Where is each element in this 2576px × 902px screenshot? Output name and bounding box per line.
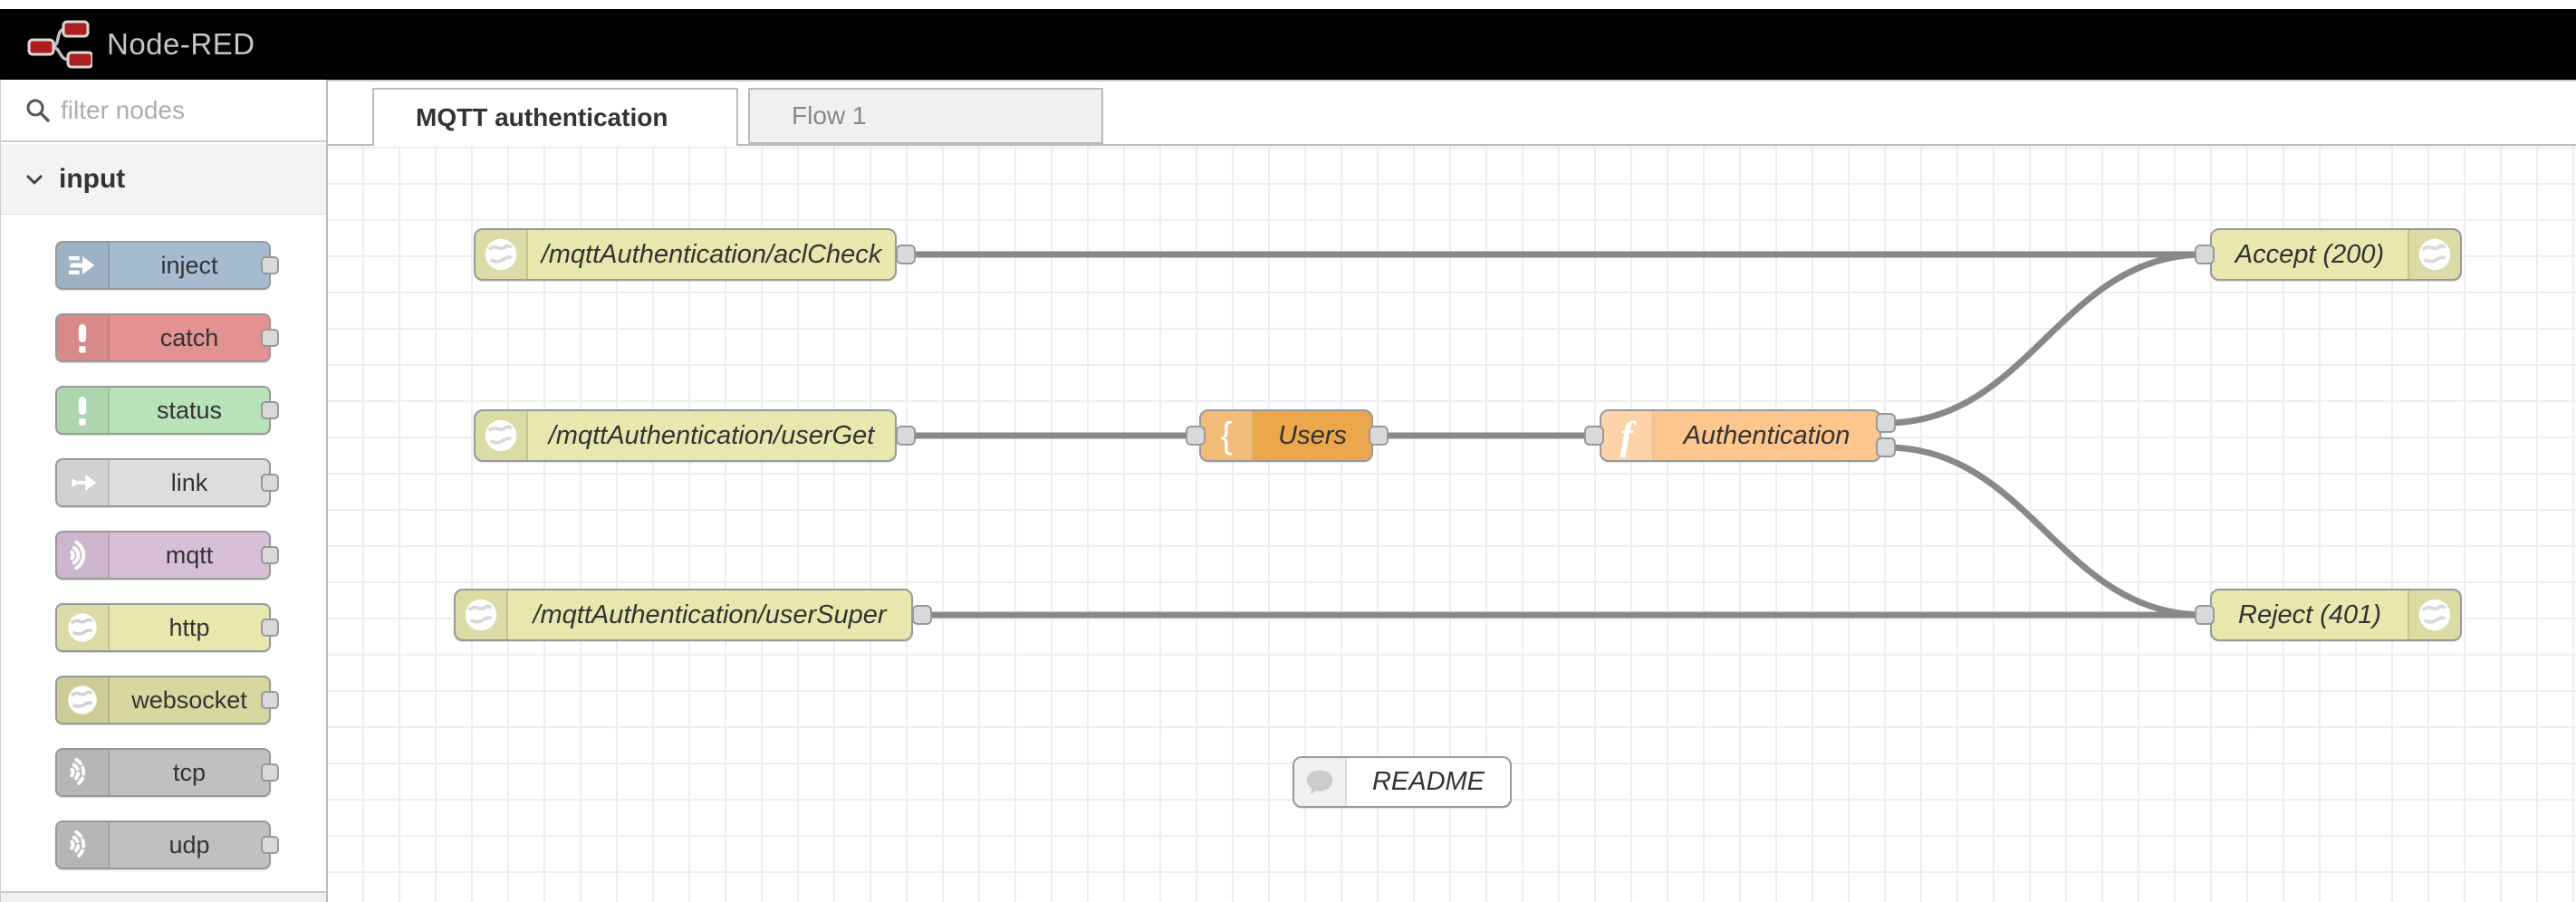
palette-node-catch[interactable]: catch [55,313,279,362]
input-port[interactable] [2195,245,2215,264]
output-port[interactable] [896,245,916,264]
output-port[interactable] [896,426,916,446]
globe-icon [476,230,528,279]
exclamation-icon [57,315,110,360]
output-port-2[interactable] [1876,437,1896,457]
flow-tabbar: MQTT authentication Flow 1 [328,82,2576,146]
app-header: Node-RED [0,9,2576,80]
flow-node-authentication[interactable]: f Authentication [1600,409,1881,462]
node-label: README [1371,767,1485,796]
palette-node-websocket[interactable]: websocket [55,676,279,724]
palette-footer [1,891,326,902]
globe-icon [57,605,110,650]
tab-flow-1[interactable]: Flow 1 [748,88,1103,144]
node-label: Accept (200) [2235,239,2385,269]
category-label: input [59,163,126,194]
globe-icon [456,590,508,639]
palette-node-label: websocket [131,686,247,714]
flow-node-readme[interactable]: README [1293,756,1512,808]
wireless-icon [57,533,110,578]
flow-node-userSuper[interactable]: /mqttAuthentication/userSuper [454,589,913,641]
output-port[interactable] [261,836,279,854]
palette-node-status[interactable]: status [55,386,279,435]
node-label: Users [1278,420,1347,450]
palette-node-label: udp [168,830,210,859]
globe-icon [2408,230,2460,279]
output-port[interactable] [912,605,932,625]
input-port[interactable] [2195,605,2215,625]
wireless-icon [57,750,110,795]
palette-node-udp[interactable]: udp [55,820,279,869]
input-port[interactable] [1584,426,1604,446]
search-icon [26,99,50,122]
wire[interactable] [1882,444,2208,619]
palette-node-tcp[interactable]: tcp [55,748,279,797]
palette-sidebar: input inject catch [0,80,328,902]
node-label: /mqttAuthentication/userSuper [533,600,887,629]
palette-node-inject[interactable]: inject [55,241,279,290]
palette-node-link[interactable]: link [55,458,279,507]
palette-node-label: link [170,468,208,496]
output-port[interactable] [261,619,279,637]
tabbar-underline [328,144,2576,146]
exclamation-icon [57,388,110,433]
inject-arrow-icon [57,243,110,288]
palette-body: input inject catch [1,144,326,891]
output-port[interactable] [1369,426,1389,446]
node-label: /mqttAuthentication/userGet [548,420,875,450]
flow-node-aclCheck[interactable]: /mqttAuthentication/aclCheck [474,228,897,281]
flow-node-reject-401[interactable]: Reject (401) [2210,589,2462,641]
tab-label: Flow 1 [792,101,867,130]
node-red-logo-icon [27,20,92,69]
globe-icon [476,411,528,460]
palette-node-label: inject [160,251,218,279]
chevron-down-icon [26,175,43,184]
function-icon: f [1601,411,1654,460]
input-port[interactable] [1186,426,1206,446]
template-icon: { [1201,411,1254,460]
palette-list: inject catch status [1,215,326,869]
palette-node-label: catch [159,323,219,351]
globe-icon [57,677,110,723]
wireless-icon [57,822,110,868]
tab-mqtt-authentication[interactable]: MQTT authentication [372,88,738,146]
node-label: Reject (401) [2238,600,2381,629]
node-label: /mqttAuthentication/aclCheck [541,239,882,269]
output-port[interactable] [261,256,279,274]
output-port-1[interactable] [1876,413,1896,433]
app-title: Node-RED [107,27,255,61]
output-port[interactable] [261,546,279,564]
output-port[interactable] [261,763,279,782]
palette-node-label: tcp [172,758,207,786]
palette-node-label: status [156,396,223,424]
output-port[interactable] [261,329,279,347]
flow-node-users[interactable]: { Users [1199,409,1373,462]
node-label: Authentication [1683,420,1850,450]
output-port[interactable] [261,474,279,492]
palette-node-label: http [168,613,210,641]
output-port[interactable] [261,691,279,709]
output-port[interactable] [261,401,279,419]
palette-node-http[interactable]: http [55,603,279,652]
flow-node-accept-200[interactable]: Accept (200) [2210,228,2462,281]
wire[interactable] [1882,251,2208,427]
link-arrow-icon [57,460,110,505]
palette-category-input[interactable]: input [1,144,326,215]
filter-nodes-input[interactable] [61,95,287,125]
globe-icon [2408,590,2460,639]
comment-icon [1294,758,1347,806]
tab-label: MQTT authentication [416,103,668,131]
flow-node-userGet[interactable]: /mqttAuthentication/userGet [474,409,897,462]
palette-search [1,80,326,142]
palette-node-mqtt[interactable]: mqtt [55,531,279,580]
palette-node-label: mqtt [165,541,214,569]
